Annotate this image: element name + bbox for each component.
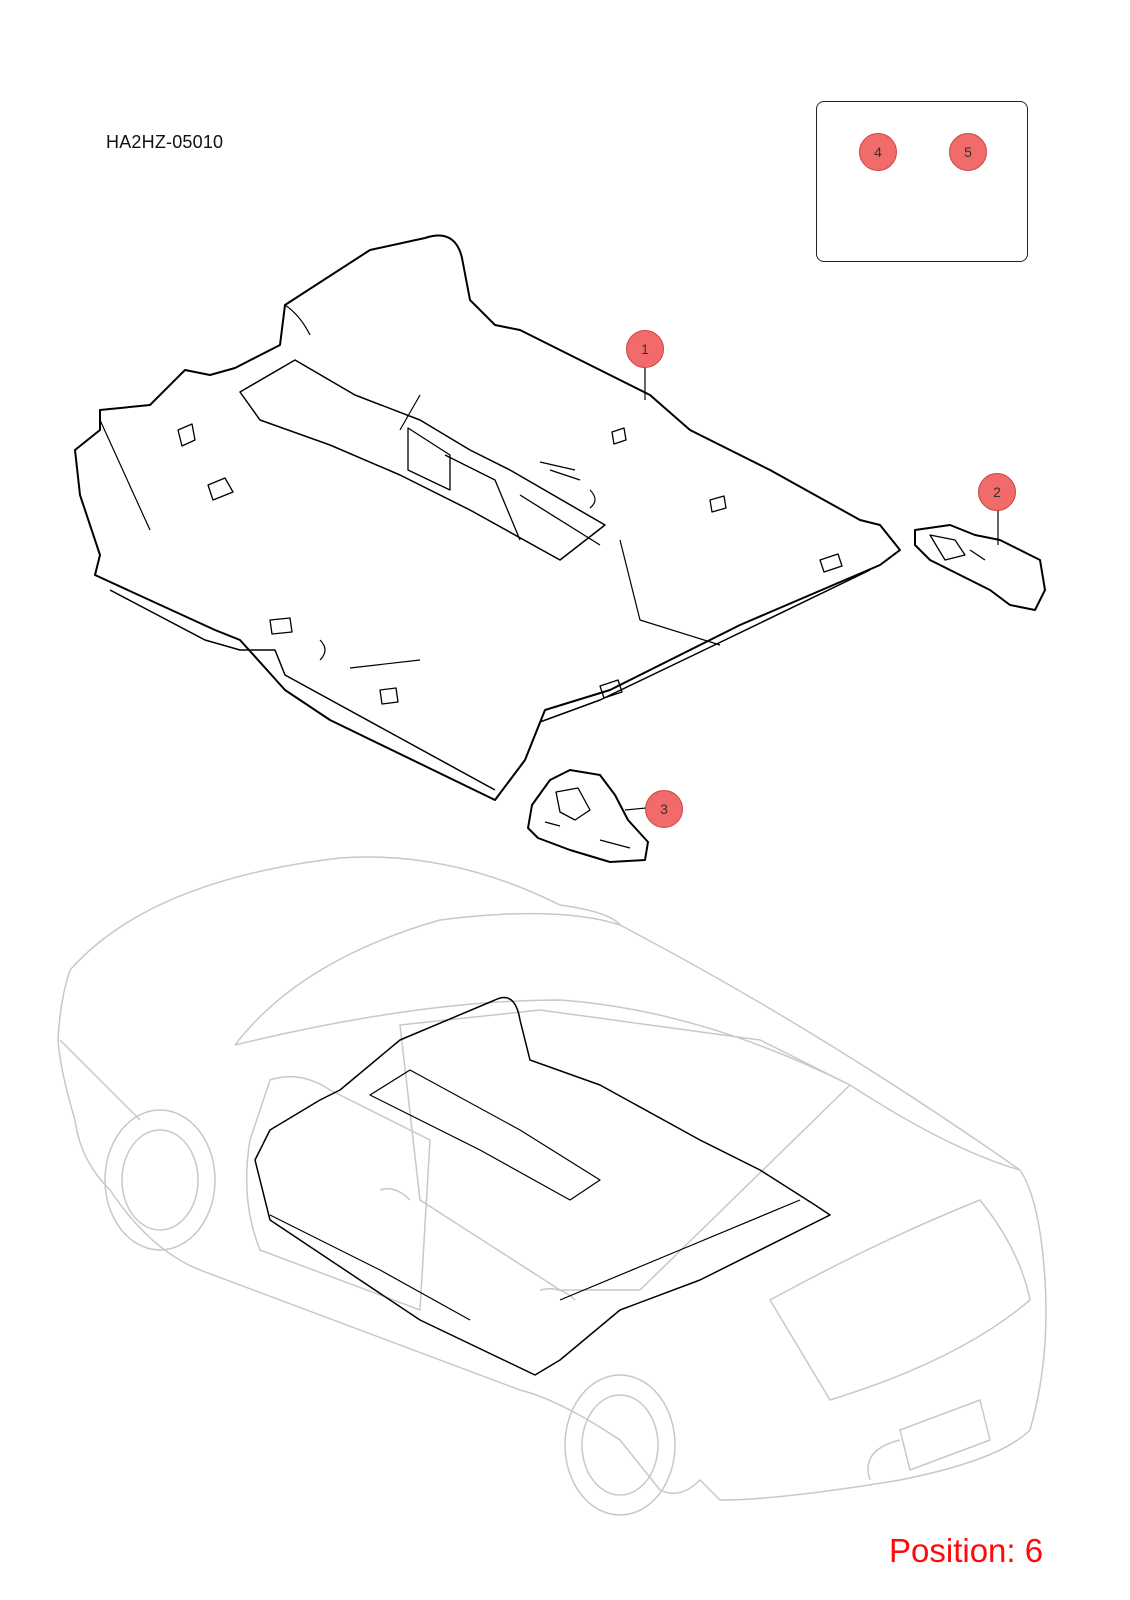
callout-leader-lines [624,368,999,811]
callout-3[interactable]: 3 [645,790,683,828]
callout-5[interactable]: 5 [949,133,987,171]
callout-2[interactable]: 2 [978,473,1016,511]
lower-pad-part [527,769,649,863]
callout-1[interactable]: 1 [626,330,664,368]
car-outline [57,856,1047,1516]
side-trim-part [914,524,1046,611]
fastener-inset-box [816,101,1028,262]
callout-4[interactable]: 4 [859,133,897,171]
position-label: Position: 6 [889,1532,1044,1569]
floor-carpet-part [74,234,901,801]
installed-carpet [254,996,831,1376]
diagram-code: HA2HZ-05010 [106,132,224,152]
